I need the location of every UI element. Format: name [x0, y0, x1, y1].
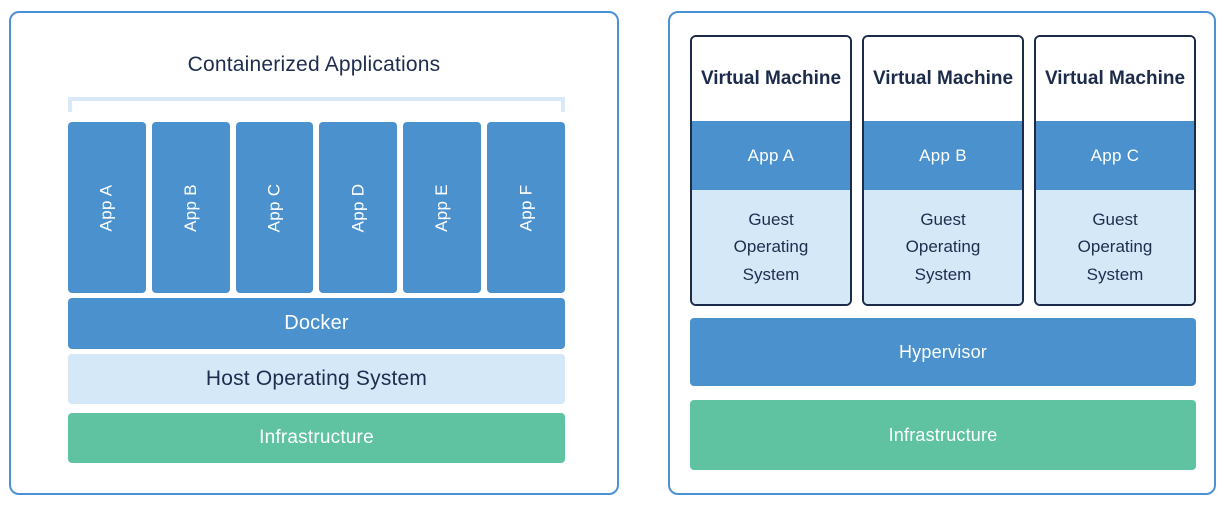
- vm-3-app-box: App C: [1036, 121, 1194, 190]
- container-app-e-label: App E: [432, 183, 452, 232]
- docker-layer: Docker: [68, 298, 565, 349]
- vm-1-title: Virtual Machine: [692, 37, 850, 121]
- containerized-applications-title: Containerized Applications: [187, 53, 441, 76]
- virtual-machines-panel: Virtual Machine App A Guest Operating Sy…: [668, 11, 1216, 495]
- vm-card-2: Virtual Machine App B Guest Operating Sy…: [862, 35, 1024, 306]
- vm-3-title: Virtual Machine: [1036, 37, 1194, 121]
- container-app-b-box: App B: [151, 122, 230, 293]
- container-app-c-label: App C: [264, 183, 284, 232]
- container-app-d-label: App D: [348, 183, 368, 232]
- container-app-c-box: App C: [235, 122, 314, 293]
- vm-card-3: Virtual Machine App C Guest Operating Sy…: [1034, 35, 1196, 306]
- host-operating-system-layer: Host Operating System: [68, 354, 565, 404]
- container-app-f-label: App F: [516, 184, 536, 231]
- container-apps-row: App A App B App C App D App E App F: [68, 122, 565, 293]
- vm-cards-row: Virtual Machine App A Guest Operating Sy…: [690, 35, 1196, 306]
- infrastructure-layer-right: Infrastructure: [690, 400, 1196, 470]
- container-app-e-box: App E: [403, 122, 482, 293]
- vm-1-guest-os-box: Guest Operating System: [692, 190, 850, 304]
- vm-2-guest-os-box: Guest Operating System: [864, 190, 1022, 304]
- container-group-bracket: [68, 97, 565, 112]
- vm-2-app-box: App B: [864, 121, 1022, 190]
- container-app-f-box: App F: [487, 122, 565, 293]
- vm-3-guest-os-box: Guest Operating System: [1036, 190, 1194, 304]
- vm-card-1: Virtual Machine App A Guest Operating Sy…: [690, 35, 852, 306]
- container-app-d-box: App D: [319, 122, 398, 293]
- container-app-a-box: App A: [68, 122, 146, 293]
- vm-1-app-box: App A: [692, 121, 850, 190]
- container-app-a-label: App A: [96, 184, 116, 231]
- containerized-applications-panel: Containerized Applications App A App B A…: [9, 11, 619, 495]
- infrastructure-layer-left: Infrastructure: [68, 413, 565, 463]
- container-app-b-label: App B: [180, 183, 200, 232]
- hypervisor-layer: Hypervisor: [690, 318, 1196, 386]
- vm-2-title: Virtual Machine: [864, 37, 1022, 121]
